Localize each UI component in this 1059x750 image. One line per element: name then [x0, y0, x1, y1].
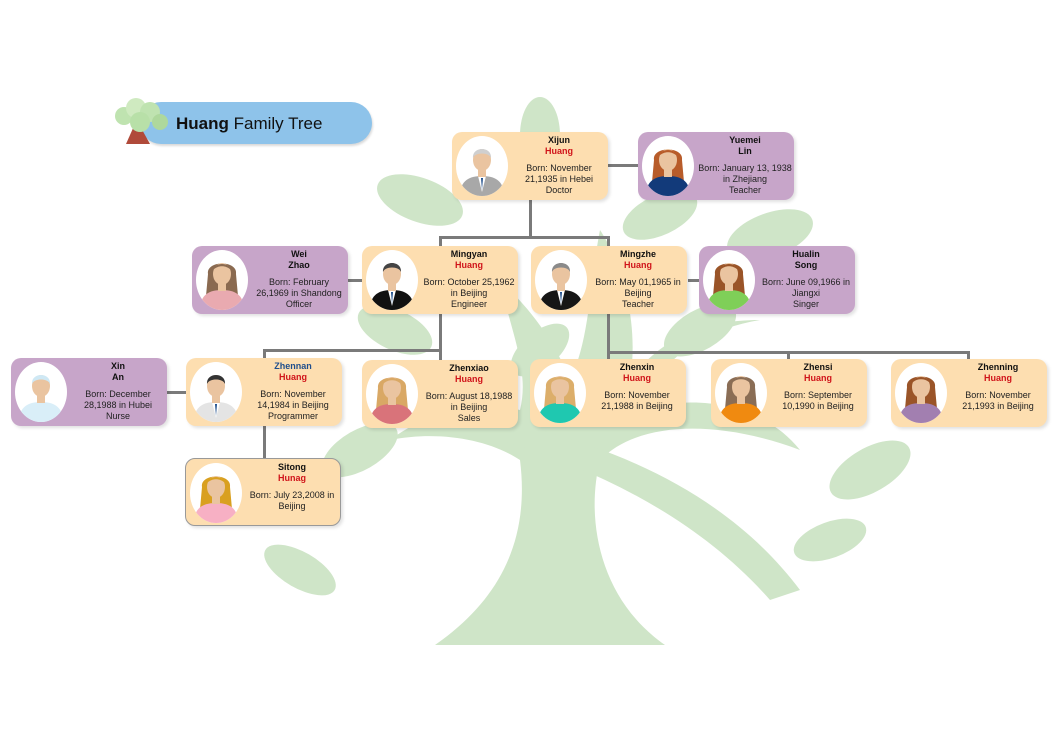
occupation: Officer [285, 299, 313, 309]
first-name: Zhennan [274, 361, 312, 371]
person-card-yuemei[interactable]: Yuemei Lin Born: January 13, 1938 in Zhe… [638, 132, 794, 200]
first-name: Zhenning [977, 362, 1019, 372]
first-name: Sitong [278, 462, 306, 472]
person-card-xin[interactable]: Xin An Born: December 28,1988 in Hubei N… [11, 358, 167, 426]
person-card-zhenxiao[interactable]: Zhenxiao Huang Born: August 18,1988 in B… [362, 360, 518, 428]
person-card-zhennan[interactable]: Zhennan Huang Born: November 14,1984 in … [186, 358, 342, 426]
birth-info: Born: November 21,1993 in Beijing [962, 390, 1034, 411]
girl-avatar-icon [190, 463, 242, 523]
connector-line [439, 236, 442, 246]
birth-info: Born: August 18,1988 in Beijing [425, 391, 513, 412]
last-name: Song [794, 260, 818, 270]
last-name: Huang [624, 260, 652, 270]
occupation: Singer [792, 299, 819, 309]
title-rest: Family Tree [228, 114, 323, 133]
last-name: Huang [455, 374, 483, 384]
nurse-avatar-icon [15, 362, 67, 422]
occupation: Nurse [105, 411, 130, 421]
first-name: Hualin [792, 249, 820, 259]
birth-info: Born: December 28,1988 in Hubei [83, 389, 153, 410]
first-name: Xin [110, 361, 125, 371]
first-name: Wei [291, 249, 307, 259]
first-name: Zhenxin [619, 362, 655, 372]
person-card-zhensi[interactable]: Zhensi Huang Born: September 10,1990 in … [711, 359, 867, 427]
birth-info: Born: July 23,2008 in Beijing [249, 490, 335, 511]
birth-info: Born: November 21,1988 in Beijing [601, 390, 673, 411]
birth-info: Born: May 01,1965 in Beijing [595, 277, 681, 298]
occupation: Programmer [267, 411, 318, 421]
occupation: Teacher [621, 299, 655, 309]
connector-line [263, 349, 442, 352]
occupation: Teacher [728, 185, 762, 195]
birth-info: Born: September 10,1990 in Beijing [782, 390, 854, 411]
woman-avatar-icon [366, 364, 418, 424]
first-name: Zhenxiao [449, 363, 489, 373]
birth-info: Born: January 13, 1938 in Zhejiang [698, 163, 792, 184]
last-name: Huang [984, 373, 1012, 383]
title-banner [140, 102, 372, 144]
occupation: Doctor [545, 185, 573, 195]
connector-line [439, 236, 610, 239]
birth-info: Born: June 09,1966 in Jiangxi [761, 277, 851, 298]
connector-line [688, 279, 699, 282]
first-name: Yuemei [729, 135, 761, 145]
person-card-xijun[interactable]: Xijun Huang Born: November 21,1935 in He… [452, 132, 608, 200]
connector-line [967, 351, 970, 359]
connector-line [607, 236, 610, 246]
last-name: Hunag [278, 473, 306, 483]
woman-avatar-icon [715, 363, 767, 423]
woman-avatar-icon [534, 363, 586, 423]
person-card-wei[interactable]: Wei Zhao Born: February 26,1969 in Shand… [192, 246, 348, 314]
elderly-man-avatar-icon [456, 136, 508, 196]
last-name: Huang [279, 372, 307, 382]
first-name: Zhensi [803, 362, 833, 372]
last-name: Huang [455, 260, 483, 270]
last-name: Zhao [288, 260, 310, 270]
person-card-sitong[interactable]: Sitong Hunag Born: July 23,2008 in Beiji… [185, 458, 341, 526]
connector-line [348, 279, 362, 282]
connector-line [607, 314, 610, 359]
birth-info: Born: February 26,1969 in Shandong [256, 277, 342, 298]
birth-info: Born: November 14,1984 in Beijing [257, 389, 329, 410]
woman-avatar-icon [895, 363, 947, 423]
last-name: Huang [623, 373, 651, 383]
first-name: Mingzhe [620, 249, 656, 259]
first-name: Mingyan [450, 249, 488, 259]
last-name: Lin [738, 146, 752, 156]
connector-line [167, 391, 186, 394]
connector-line [608, 164, 638, 167]
last-name: An [112, 372, 124, 382]
occupation: Sales [457, 413, 481, 423]
last-name: Huang [804, 373, 832, 383]
connector-line [787, 351, 790, 359]
occupation: Engineer [450, 299, 488, 309]
person-card-zhenxin[interactable]: Zhenxin Huang Born: November 21,1988 in … [530, 359, 686, 427]
connector-line [529, 200, 532, 238]
woman-avatar-icon [642, 136, 694, 196]
page-title: Huang Family Tree [176, 114, 322, 134]
tree-logo-icon [115, 98, 168, 144]
person-card-mingzhe[interactable]: Mingzhe Huang Born: May 01,1965 in Beiji… [531, 246, 687, 314]
person-card-mingyan[interactable]: Mingyan Huang Born: October 25,1962 in B… [362, 246, 518, 314]
birth-info: Born: October 25,1962 in Beijing [423, 277, 515, 298]
last-name: Huang [545, 146, 573, 156]
first-name: Xijun [548, 135, 570, 145]
title-surname: Huang [176, 114, 229, 133]
person-card-hualin[interactable]: Hualin Song Born: June 09,1966 in Jiangx… [699, 246, 855, 314]
birth-info: Born: November 21,1935 in Hebei [524, 163, 594, 184]
man-avatar-icon [190, 362, 242, 422]
man-avatar-icon [535, 250, 587, 310]
woman-avatar-icon [196, 250, 248, 310]
woman-avatar-icon [703, 250, 755, 310]
man-avatar-icon [366, 250, 418, 310]
connector-line [439, 314, 442, 360]
person-card-zhenning[interactable]: Zhenning Huang Born: November 21,1993 in… [891, 359, 1047, 427]
